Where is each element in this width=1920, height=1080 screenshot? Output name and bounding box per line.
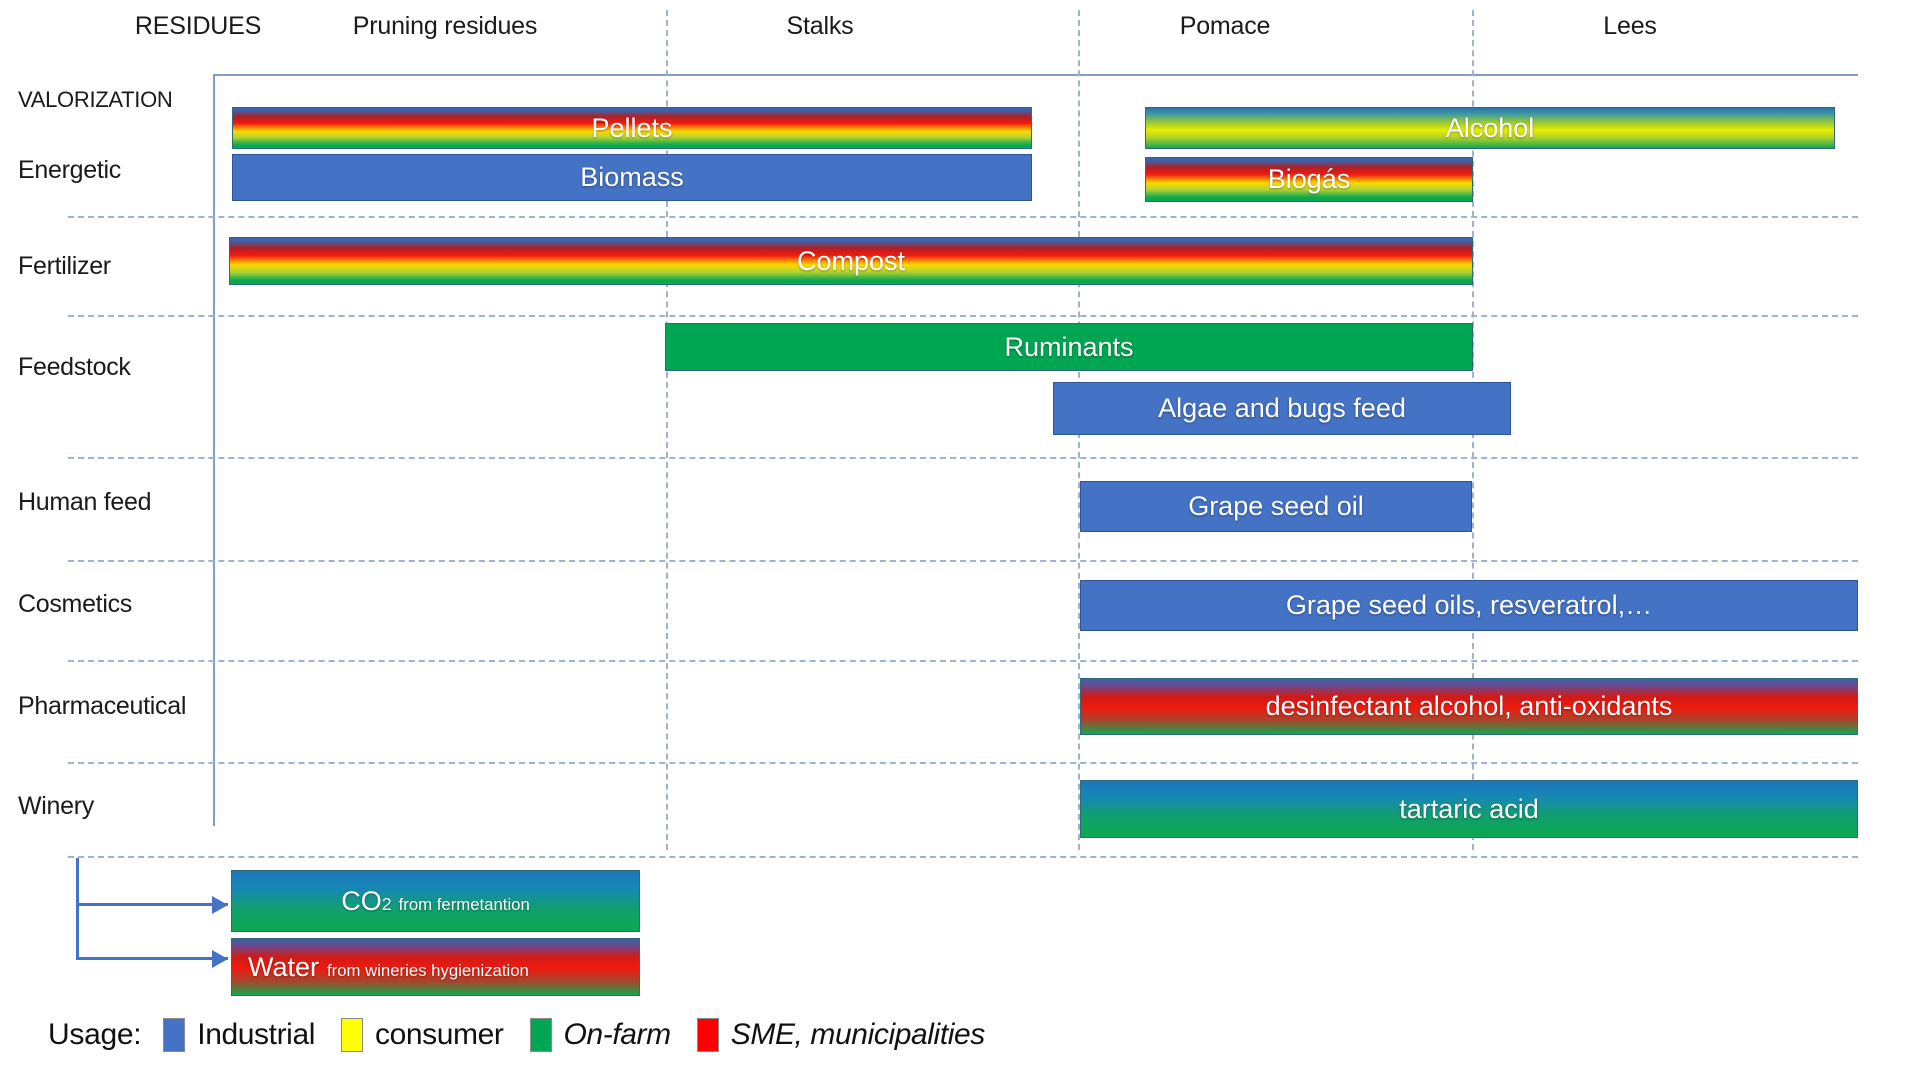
bar-ruminants-label: Ruminants <box>1004 331 1134 362</box>
bar-cosmetics-products-label: Grape seed oils, resveratrol,… <box>1285 590 1653 620</box>
row-label-pharmaceutical: Pharmaceutical <box>18 692 187 720</box>
legend-label-industrial: Industrial <box>197 1018 315 1051</box>
row-divider-fertilizer <box>68 315 1858 317</box>
legend-item-consumer: consumer <box>341 1018 504 1052</box>
row-label-valorization: VALORIZATION <box>18 87 173 112</box>
bar-pharma-products-label: desinfectant alcohol, anti-oxidants <box>1265 691 1673 721</box>
bar-water-label: Water from wineries hygienization <box>248 952 529 983</box>
connector-vertical-water <box>76 903 79 960</box>
bar-tartaric-acid[interactable]: tartaric acid <box>1080 780 1858 838</box>
bar-pellets-label: Pellets <box>591 112 673 143</box>
bar-grape-seed-oil-label: Grape seed oil <box>1188 491 1364 521</box>
bar-biogas-label: Biogás <box>1267 164 1351 194</box>
column-header-lees: Lees <box>1603 12 1657 40</box>
legend-item-industrial: Industrial <box>163 1018 315 1052</box>
row-label-winery: Winery <box>18 792 94 820</box>
row-divider-feedstock <box>68 457 1858 459</box>
column-divider-pruning-stalks <box>666 10 668 850</box>
legend-label-sme: SME, municipalities <box>730 1018 986 1051</box>
column-header-pomace: Pomace <box>1179 12 1271 40</box>
bar-algae-label: Algae and bugs feed <box>1158 393 1406 423</box>
column-header-pruning-residues: Pruning residues <box>352 12 538 40</box>
legend-item-sme: SME, municipalities <box>696 1018 986 1052</box>
row-divider-cosmetics <box>68 660 1858 662</box>
legend-label-consumer: consumer <box>375 1018 504 1051</box>
bar-ruminants[interactable]: Ruminants <box>665 323 1473 371</box>
legend-title: Usage: <box>48 1018 142 1051</box>
bar-water-from-hygienization[interactable]: Water from wineries hygienization <box>231 938 640 996</box>
bar-co2-main: CO <box>341 885 382 916</box>
row-label-feedstock: Feedstock <box>18 353 131 381</box>
row-label-fertilizer: Fertilizer <box>18 252 111 280</box>
bar-co2-subscript: 2 <box>381 893 392 914</box>
bar-co2-detail: from fermetantion <box>398 894 530 914</box>
row-divider-winery <box>68 856 1858 858</box>
bar-compost-label: Compost <box>796 245 906 276</box>
bar-grape-seed-oil[interactable]: Grape seed oil <box>1080 481 1472 532</box>
connector-horizontal-water <box>76 957 228 960</box>
bar-cosmetics-products[interactable]: Grape seed oils, resveratrol,… <box>1080 580 1858 631</box>
row-label-cosmetics: Cosmetics <box>18 590 132 618</box>
bar-alcohol[interactable]: Alcohol <box>1145 107 1835 149</box>
legend-item-onfarm: On-farm <box>529 1018 672 1052</box>
row-divider-pharmaceutical <box>68 762 1858 764</box>
bar-compost[interactable]: Compost <box>229 237 1473 285</box>
row-divider-human-feed <box>68 560 1858 562</box>
row-label-human-feed: Human feed <box>18 488 152 516</box>
bar-alcohol-label: Alcohol <box>1445 112 1535 143</box>
bar-pharma-products[interactable]: desinfectant alcohol, anti-oxidants <box>1080 678 1858 735</box>
bar-algae-and-bugs-feed[interactable]: Algae and bugs feed <box>1053 382 1511 435</box>
connector-horizontal-co2 <box>76 903 228 906</box>
legend-swatch-consumer <box>341 1018 363 1052</box>
bar-tartaric-acid-label: tartaric acid <box>1399 793 1539 824</box>
legend-label-onfarm: On-farm <box>563 1018 672 1051</box>
bar-water-main: Water <box>248 951 320 982</box>
arrowhead-water <box>212 950 228 968</box>
legend-swatch-sme <box>696 1018 719 1052</box>
arrowhead-co2 <box>212 896 228 914</box>
legend-swatch-onfarm <box>529 1018 552 1052</box>
legend-swatch-industrial <box>163 1018 186 1052</box>
plot-top-border <box>213 74 1858 76</box>
bar-biomass-label: Biomass <box>580 162 684 192</box>
legend: Usage: Industrial consumer On-farm SME, … <box>48 1018 1011 1052</box>
bar-biogas[interactable]: Biogás <box>1145 157 1473 202</box>
bar-water-detail: from wineries hygienization <box>327 960 529 980</box>
row-divider-energetic <box>68 216 1858 218</box>
column-header-residues: RESIDUES <box>134 12 262 40</box>
bar-biomass[interactable]: Biomass <box>232 154 1032 201</box>
row-label-energetic: Energetic <box>18 156 121 184</box>
bar-pellets[interactable]: Pellets <box>232 107 1032 149</box>
plot-left-axis <box>213 74 215 826</box>
column-header-stalks: Stalks <box>786 12 854 40</box>
